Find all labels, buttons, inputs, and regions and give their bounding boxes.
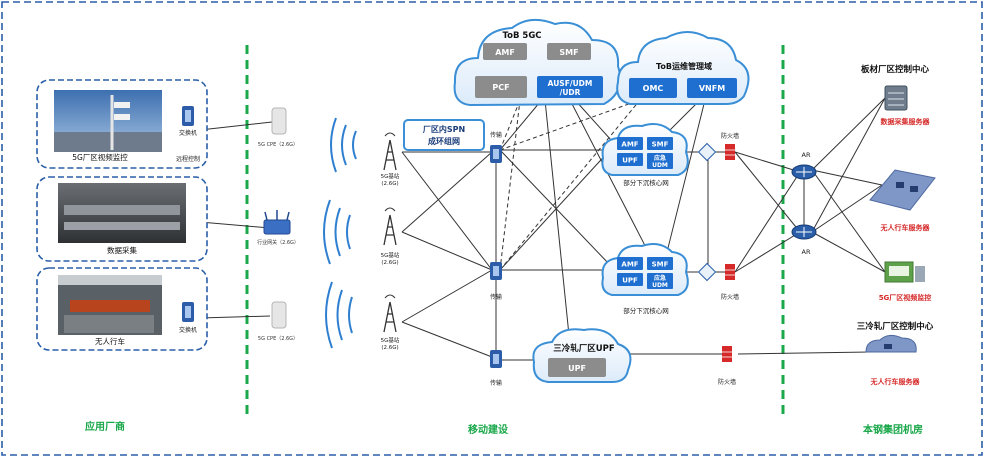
ar-label: AR bbox=[802, 248, 811, 256]
crane-server-label: 无人行车服务器 bbox=[880, 223, 931, 232]
upf-cloud-title: 三冷轧厂区UPF bbox=[553, 343, 615, 354]
spn-label-2: 成环组网 bbox=[428, 136, 460, 146]
firewall-2: 防火墙 bbox=[721, 264, 739, 301]
base-station-1: 5G基站 (2.6G) bbox=[381, 132, 400, 187]
cpe-label-1: 5G CPE（2.6G） bbox=[258, 142, 298, 148]
data-server-icon bbox=[884, 85, 908, 111]
ausf-box-2: /UDR bbox=[560, 88, 581, 97]
cold-roll-upf-cloud: 三冷轧厂区UPF UPF bbox=[532, 328, 632, 383]
firewall-label: 防火墙 bbox=[718, 378, 736, 386]
app-box-video: 5G厂区视频监控 交换机 远程控制 bbox=[36, 79, 208, 169]
ops-title: ToB运维管理域 bbox=[656, 61, 712, 71]
amf-box: AMF bbox=[495, 48, 515, 57]
crane-server-icon bbox=[869, 169, 936, 211]
app-video-label: 5G厂区视频监控 bbox=[72, 152, 128, 162]
section-label-group: 本钢集团机房 bbox=[863, 423, 923, 436]
switch-label-2: 交换机 bbox=[179, 326, 197, 334]
transport-2: 传输 bbox=[490, 262, 502, 301]
industrial-gateway: 行业网关（2.6G） bbox=[257, 210, 299, 246]
plate-center-title: 板材厂区控制中心 bbox=[861, 64, 930, 75]
firewall-label: 防火墙 bbox=[721, 293, 739, 301]
upf-box: UPF bbox=[568, 364, 586, 373]
firewall-1: 防火墙 bbox=[721, 132, 739, 160]
ausf-box: AUSF/UDM bbox=[548, 79, 593, 88]
ar-router-2: AR bbox=[791, 224, 817, 256]
base-station-3: 5G基站 (2.6G) bbox=[381, 294, 400, 351]
firewall-label: 防火墙 bbox=[721, 132, 739, 140]
tob5gc-title: ToB 5GC bbox=[502, 31, 541, 41]
video-server-label: 5G厂区视频监控 bbox=[879, 293, 932, 302]
app-data-label: 数据采集 bbox=[107, 245, 137, 255]
links bbox=[199, 97, 886, 361]
gateway-label: 行业网关（2.6G） bbox=[257, 239, 299, 246]
ar-label: AR bbox=[802, 151, 811, 159]
edge-amf-box: AMF bbox=[621, 141, 638, 149]
cpe-2: 5G CPE（2.6G） bbox=[258, 301, 298, 342]
remote-control-label: 远程控制 bbox=[176, 155, 200, 163]
app-crane-label: 无人行车 bbox=[95, 336, 125, 346]
edge-label-2: 部分下沉核心网 bbox=[623, 306, 669, 315]
transport-3: 传输 bbox=[490, 350, 502, 387]
edge-amf-box: AMF bbox=[621, 261, 638, 269]
app-box-data: 数据采集 bbox=[36, 176, 208, 262]
bs-label: 5G基站 bbox=[381, 172, 400, 180]
spn-ring-box: 厂区内SPN 成环组网 bbox=[403, 119, 485, 151]
edge-udm-box: 应急 bbox=[654, 274, 666, 282]
transport-1: 传输 bbox=[490, 131, 502, 163]
cpe-label-2: 5G CPE（2.6G） bbox=[258, 336, 298, 342]
switch-label-1: 交换机 bbox=[179, 129, 197, 137]
crane-server-icon-2 bbox=[865, 334, 917, 353]
edge-upf-box: UPF bbox=[622, 277, 638, 285]
cold-center-title: 三冷轧厂区控制中心 bbox=[857, 321, 934, 332]
section-label-vendor: 应用厂商 bbox=[85, 420, 125, 433]
transport-label: 传输 bbox=[490, 293, 502, 301]
edge-upf-box: UPF bbox=[622, 157, 638, 165]
pcf-box: PCF bbox=[492, 83, 509, 92]
omc-box: OMC bbox=[643, 84, 664, 93]
edge-core-cloud-1: AMF SMF UPF 应急 UDM 部分下沉核心网 bbox=[601, 123, 689, 187]
edge-udm-box-2: UDM bbox=[652, 282, 668, 289]
bs-label: 5G基站 bbox=[381, 336, 400, 344]
data-server-label: 数据采集服务器 bbox=[881, 117, 931, 126]
transport-label: 传输 bbox=[490, 131, 502, 139]
section-label-mobile: 移动建设 bbox=[468, 423, 508, 436]
firewall-3: 防火墙 bbox=[718, 346, 736, 386]
app-box-crane: 无人行车 交换机 bbox=[36, 267, 208, 351]
radio-waves bbox=[323, 117, 357, 349]
edge-smf-box: SMF bbox=[652, 261, 669, 269]
edge-udm-box-2: UDM bbox=[652, 162, 668, 169]
edge-udm-box: 应急 bbox=[654, 154, 666, 162]
mgmt-links bbox=[499, 99, 641, 271]
base-station-2: 5G基站 (2.6G) bbox=[381, 207, 400, 266]
edge-smf-box: SMF bbox=[652, 141, 669, 149]
spn-label-1: 厂区内SPN bbox=[423, 124, 465, 134]
bs-band: (2.6G) bbox=[381, 345, 398, 351]
cpe-1: 5G CPE（2.6G） bbox=[258, 107, 298, 148]
vnfm-box: VNFM bbox=[699, 84, 725, 93]
ar-router-1: AR bbox=[791, 151, 817, 180]
transport-label: 传输 bbox=[490, 379, 502, 387]
smf-box: SMF bbox=[559, 48, 578, 57]
tob-5gc-cloud: ToB 5GC AMF SMF PCF AUSF/UDM /UDR bbox=[453, 18, 622, 107]
edge-core-cloud-2: AMF SMF UPF 应急 UDM 部分下沉核心网 bbox=[601, 243, 689, 315]
edge-label-1: 部分下沉核心网 bbox=[623, 178, 669, 187]
crane-server-label-2: 无人行车服务器 bbox=[870, 377, 921, 386]
bs-band: (2.6G) bbox=[381, 260, 398, 266]
router-icon bbox=[697, 142, 717, 282]
tob-ops-cloud: ToB运维管理域 OMC VNFM bbox=[616, 31, 750, 105]
bs-label: 5G基站 bbox=[381, 251, 400, 259]
bs-band: (2.6G) bbox=[381, 181, 398, 187]
video-server-icon bbox=[884, 261, 925, 283]
